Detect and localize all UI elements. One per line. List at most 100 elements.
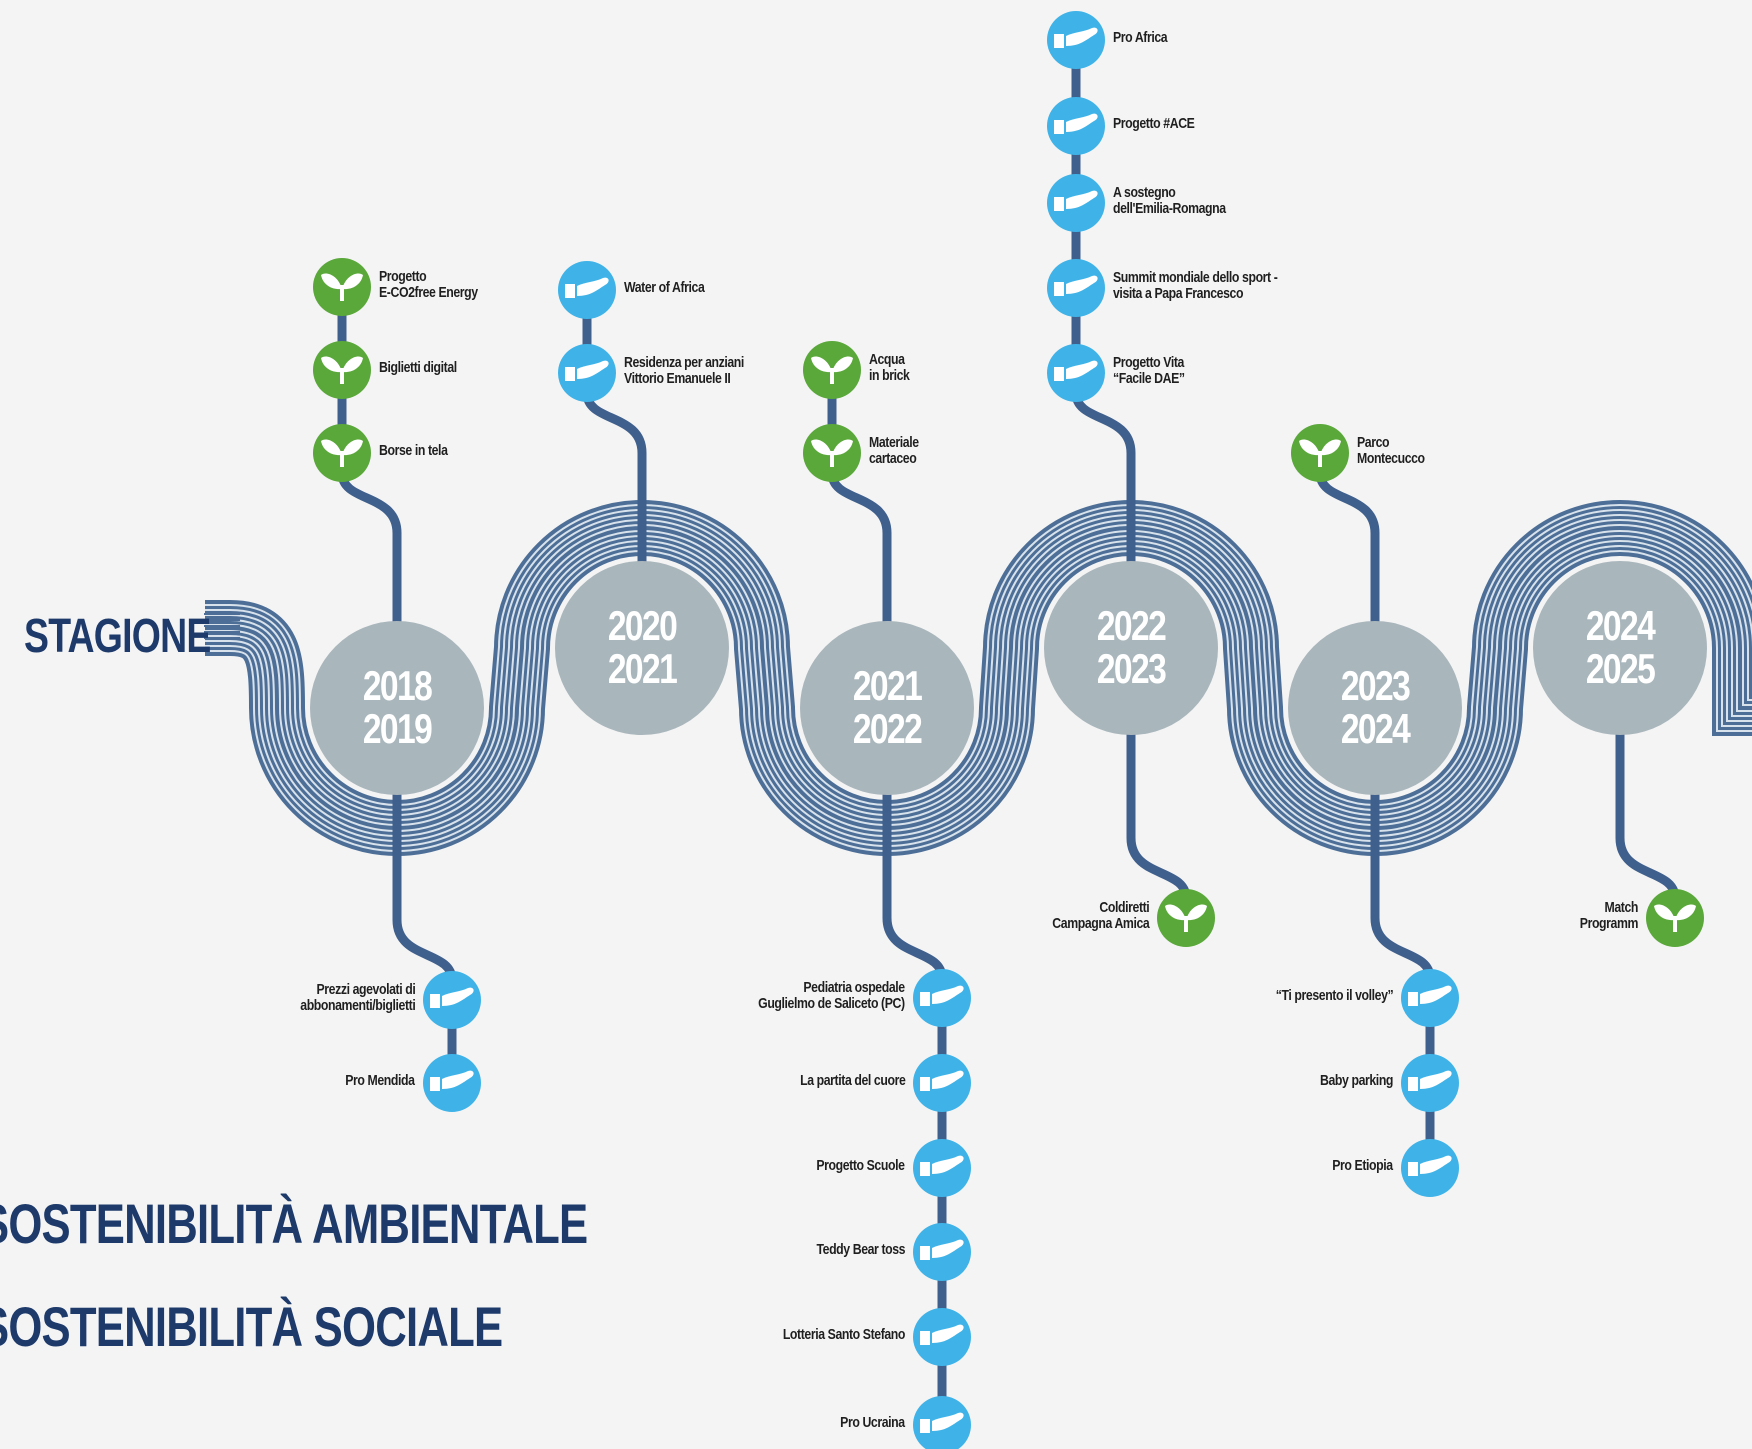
- hand-palm: [577, 360, 609, 379]
- hand-cuff: [1054, 197, 1064, 211]
- leaf-right: [832, 439, 853, 456]
- leaf-icon: [1646, 889, 1704, 947]
- initiative-label: La partita del cuore: [799, 1072, 906, 1089]
- hand-palm: [932, 1412, 964, 1431]
- season-circle: [1288, 621, 1462, 795]
- initiative-label: Teddy Bear toss: [816, 1241, 905, 1258]
- hand-cuff: [430, 994, 440, 1008]
- hand-palm: [932, 985, 964, 1004]
- season-label: 2022 2023: [1096, 602, 1167, 692]
- season-group: [555, 261, 729, 735]
- road-line: [205, 526, 1752, 830]
- hand-cuff: [430, 1077, 440, 1091]
- hand-cuff: [1054, 34, 1064, 48]
- hand-palm: [932, 1239, 964, 1258]
- hand-palm: [442, 987, 474, 1006]
- leaf-icon: [1291, 424, 1349, 482]
- initiative-label: Lotteria Santo Stefano: [782, 1326, 906, 1343]
- season-label: 2024 2025: [1585, 602, 1656, 692]
- hand-cuff: [920, 1419, 930, 1433]
- legend-social: SOSTENIBILITÀ SOCIALE: [0, 1295, 503, 1358]
- leaf-right: [1186, 904, 1207, 921]
- season-label: 2021 2022: [852, 662, 923, 752]
- hand-cuff: [1408, 1077, 1418, 1091]
- hand-icon: [558, 261, 616, 319]
- hand-cuff: [920, 1331, 930, 1345]
- season-circle: [1044, 561, 1218, 735]
- hand-icon: [1047, 11, 1105, 69]
- initiative-label: Water of Africa: [624, 279, 705, 296]
- hand-palm: [932, 1070, 964, 1089]
- hand-icon: [1047, 259, 1105, 317]
- hand-palm: [1420, 985, 1452, 1004]
- leaf-icon: [1157, 889, 1215, 947]
- hand-cuff: [565, 367, 575, 381]
- leaf-left: [1654, 904, 1675, 921]
- hand-cuff: [920, 1162, 930, 1176]
- leaf-icon: [803, 341, 861, 399]
- hand-palm: [442, 1070, 474, 1089]
- hand-icon: [1047, 97, 1105, 155]
- initiative-label: Progetto Scuole: [816, 1157, 906, 1174]
- stagione-lead-lines: [204, 613, 240, 639]
- hand-palm: [1066, 113, 1098, 132]
- hand-palm: [577, 277, 609, 296]
- initiative-label: Pro Africa: [1113, 29, 1168, 46]
- leaf-right: [832, 356, 853, 373]
- hand-cuff: [1408, 992, 1418, 1006]
- stagione-heading: STAGIONE: [24, 610, 211, 663]
- hand-cuff: [920, 1077, 930, 1091]
- hand-palm: [1066, 27, 1098, 46]
- hand-palm: [1066, 275, 1098, 294]
- initiative-label: Acqua in brick: [869, 351, 910, 384]
- initiative-label: Progetto E-CO2free Energy: [379, 268, 478, 301]
- hand-icon: [423, 971, 481, 1029]
- leaf-left: [321, 273, 342, 290]
- leaf-right: [342, 273, 363, 290]
- legend-environmental: SOSTENIBILITÀ AMBIENTALE: [0, 1192, 588, 1255]
- leaf-icon: [313, 424, 371, 482]
- leaf-left: [321, 439, 342, 456]
- hand-cuff: [920, 992, 930, 1006]
- hand-icon: [558, 344, 616, 402]
- season-circle: [310, 621, 484, 795]
- hand-cuff: [1408, 1162, 1418, 1176]
- season-circle: [1533, 561, 1707, 735]
- season-group: [800, 341, 974, 1449]
- initiative-label: Progetto Vita “Facile DAE”: [1113, 354, 1185, 387]
- road: [205, 500, 1752, 856]
- initiative-label: Progetto #ACE: [1113, 115, 1195, 132]
- hand-cuff: [1054, 367, 1064, 381]
- initiative-label: Pro Mendida: [345, 1072, 416, 1089]
- initiative-label: Borse in tela: [379, 442, 448, 459]
- hand-icon: [913, 1139, 971, 1197]
- initiative-label: Coldiretti Campagna Amica: [1051, 899, 1149, 932]
- leaf-left: [1165, 904, 1186, 921]
- hand-icon: [1047, 344, 1105, 402]
- initiative-label: Match Programm: [1579, 899, 1639, 932]
- season-label: 2023 2024: [1340, 662, 1411, 752]
- season-label: 2020 2021: [607, 602, 678, 692]
- hand-icon: [913, 1308, 971, 1366]
- leaf-left: [321, 356, 342, 373]
- leaf-left: [811, 439, 832, 456]
- hand-palm: [1066, 360, 1098, 379]
- hand-icon: [913, 1054, 971, 1112]
- hand-icon: [913, 969, 971, 1027]
- hand-icon: [423, 1054, 481, 1112]
- leaf-right: [1320, 439, 1341, 456]
- leaf-icon: [803, 424, 861, 482]
- initiative-label: Prezzi agevolati di abbonamenti/bigliett…: [299, 981, 415, 1014]
- hand-palm: [1066, 190, 1098, 209]
- leaf-left: [1299, 439, 1320, 456]
- initiative-label: Parco Montecucco: [1357, 434, 1425, 467]
- connector-above: [827, 365, 892, 631]
- connector-below: [1615, 725, 1680, 923]
- season-group: [310, 258, 484, 1112]
- leaf-right: [342, 356, 363, 373]
- season-circle: [555, 561, 729, 735]
- hand-icon: [1401, 969, 1459, 1027]
- initiative-label: A sostegno dell'Emilia-Romagna: [1113, 184, 1226, 217]
- initiative-label: Residenza per anziani Vittorio Emanuele …: [624, 354, 744, 387]
